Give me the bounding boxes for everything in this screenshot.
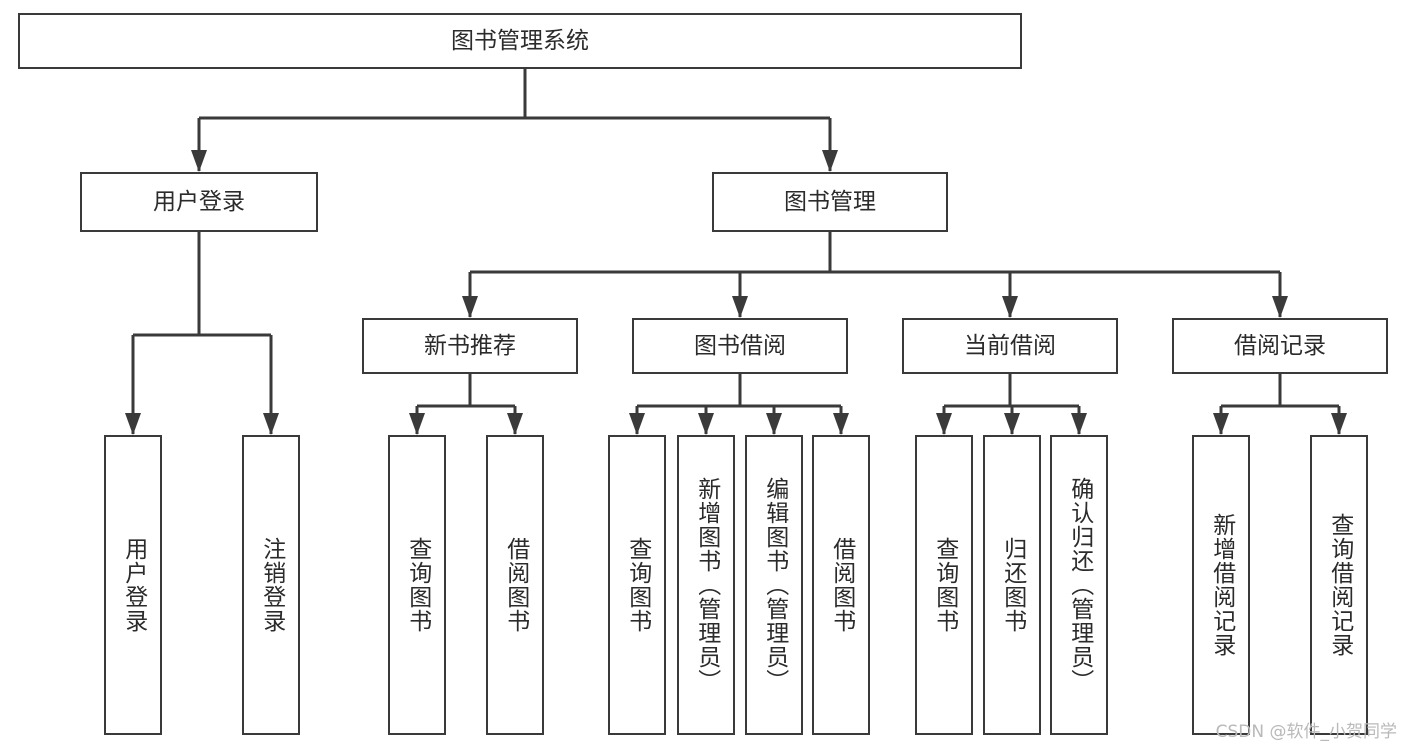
arrow-head-icon xyxy=(1213,413,1229,435)
arrow-head-icon xyxy=(462,296,478,318)
node-leaf-return-book[interactable]: 归还图书 xyxy=(983,435,1041,735)
node-label: 新增借阅记录 xyxy=(1208,513,1235,657)
arrow-head-icon xyxy=(1002,296,1018,318)
arrow-head-icon xyxy=(1331,413,1347,435)
node-label: 编辑图书（管理员） xyxy=(761,477,788,693)
node-leaf-borrow-book-2[interactable]: 借阅图书 xyxy=(812,435,870,735)
arrow-head-icon xyxy=(263,413,279,435)
node-leaf-query-book-2[interactable]: 查询图书 xyxy=(608,435,666,735)
node-new-book-rec[interactable]: 新书推荐 xyxy=(362,318,578,374)
node-label: 归还图书 xyxy=(999,537,1026,633)
node-leaf-add-book[interactable]: 新增图书（管理员） xyxy=(677,435,735,735)
node-label: 用户登录 xyxy=(120,537,147,633)
node-leaf-add-record[interactable]: 新增借阅记录 xyxy=(1192,435,1250,735)
node-label: 用户登录 xyxy=(153,188,245,215)
node-leaf-query-record[interactable]: 查询借阅记录 xyxy=(1310,435,1368,735)
node-leaf-query-book-1[interactable]: 查询图书 xyxy=(388,435,446,735)
node-leaf-logout[interactable]: 注销登录 xyxy=(242,435,300,735)
arrow-head-icon xyxy=(1071,413,1087,435)
node-label: 查询图书 xyxy=(624,537,651,633)
node-current-borrow[interactable]: 当前借阅 xyxy=(902,318,1118,374)
node-leaf-confirm-return[interactable]: 确认归还（管理员） xyxy=(1050,435,1108,735)
node-label: 查询借阅记录 xyxy=(1326,513,1353,657)
node-label: 借阅图书 xyxy=(828,537,855,633)
node-leaf-user-login[interactable]: 用户登录 xyxy=(104,435,162,735)
node-label: 图书管理 xyxy=(784,188,876,215)
arrow-head-icon xyxy=(507,413,523,435)
node-root[interactable]: 图书管理系统 xyxy=(18,13,1022,69)
node-label: 当前借阅 xyxy=(964,332,1056,359)
node-label: 图书管理系统 xyxy=(451,27,589,54)
arrow-head-icon xyxy=(409,413,425,435)
arrow-head-icon xyxy=(125,413,141,435)
node-user-login[interactable]: 用户登录 xyxy=(80,172,318,232)
arrow-head-icon xyxy=(732,296,748,318)
node-leaf-borrow-book-1[interactable]: 借阅图书 xyxy=(486,435,544,735)
node-borrow-record[interactable]: 借阅记录 xyxy=(1172,318,1388,374)
node-book-manage[interactable]: 图书管理 xyxy=(712,172,948,232)
arrow-head-icon xyxy=(629,413,645,435)
node-label: 新书推荐 xyxy=(424,332,516,359)
node-leaf-query-book-3[interactable]: 查询图书 xyxy=(915,435,973,735)
arrow-head-icon xyxy=(698,413,714,435)
arrow-head-icon xyxy=(191,150,207,172)
arrow-head-icon xyxy=(1004,413,1020,435)
node-label: 借阅记录 xyxy=(1234,332,1326,359)
node-label: 查询图书 xyxy=(404,537,431,633)
node-leaf-edit-book[interactable]: 编辑图书（管理员） xyxy=(745,435,803,735)
arrow-head-icon xyxy=(1272,296,1288,318)
node-label: 借阅图书 xyxy=(502,537,529,633)
arrow-head-icon xyxy=(766,413,782,435)
node-label: 查询图书 xyxy=(931,537,958,633)
node-label: 注销登录 xyxy=(258,537,285,633)
arrow-head-icon xyxy=(822,150,838,172)
arrow-head-icon xyxy=(833,413,849,435)
node-label: 新增图书（管理员） xyxy=(693,477,720,693)
node-label: 图书借阅 xyxy=(694,332,786,359)
arrow-head-icon xyxy=(936,413,952,435)
node-label: 确认归还（管理员） xyxy=(1066,477,1093,693)
node-book-borrow[interactable]: 图书借阅 xyxy=(632,318,848,374)
